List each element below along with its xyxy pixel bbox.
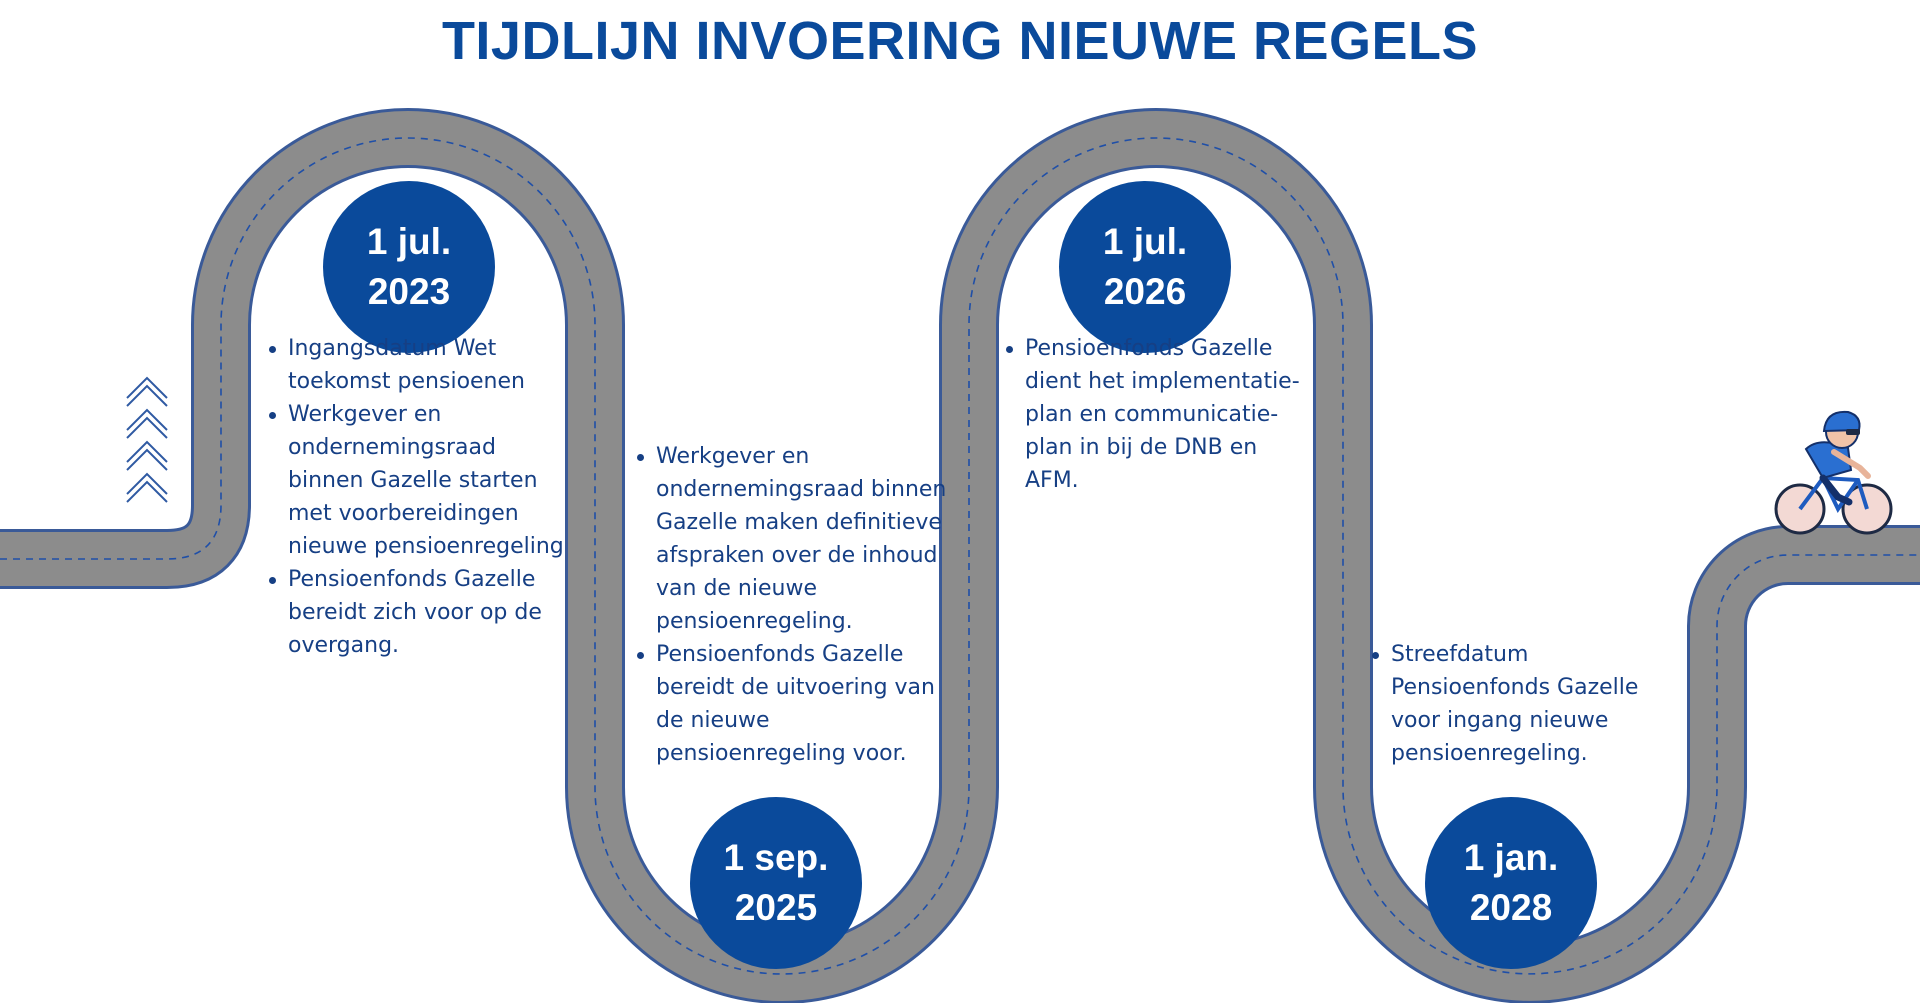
date-badge-1: 1 jul. 2023 [323,181,495,353]
road-center-line [0,137,1920,975]
date-badge-2-line2: 2025 [734,887,818,928]
page-title: TIJDLIJN INVOERING NIEUWE REGELS [441,11,1479,71]
milestone-1-bullets: Ingangsdatum Wet toekomst pensioenen Wer… [264,332,578,662]
bullet-item: Werkgever en ondernemingsraad binnen Gaz… [637,440,951,638]
date-badge-2: 1 sep. 2025 [690,797,862,969]
bullet-item: Streefdatum Pensioenfonds Gazelle voor i… [1372,638,1681,770]
bullet-item: Pensioenfonds Gazelle bereidt zich voor … [269,563,578,662]
date-badge-1-line2: 2023 [367,271,451,312]
bullet-item: Pensioenfonds Gazelle dient het implemen… [1006,332,1310,497]
date-badge-3-line2: 2026 [1103,271,1187,312]
milestone-2-bullets: Werkgever en ondernemingsraad binnen Gaz… [632,440,951,770]
date-badge-2-line1: 1 sep. [723,837,829,878]
bullet-item: Ingangsdatum Wet toekomst pensioenen [269,332,578,398]
date-badge-4-line1: 1 jan. [1463,837,1559,878]
bullet-item: Werkgever en ondernemingsraad binnen Gaz… [269,398,578,563]
bullet-item: Pensioenfonds Gazelle bereidt de uitvoer… [637,638,951,770]
chevron-up-stack-icon [126,376,168,503]
date-badge-1-line1: 1 jul. [366,221,452,262]
date-badge-3-line1: 1 jul. [1102,221,1188,262]
cyclist-icon [1774,410,1893,535]
milestone-3-bullets: Pensioenfonds Gazelle dient het implemen… [1001,332,1310,497]
date-badge-4-line2: 2028 [1469,887,1553,928]
milestone-4-bullets: Streefdatum Pensioenfonds Gazelle voor i… [1367,638,1681,770]
date-badge-3: 1 jul. 2026 [1059,181,1231,353]
date-badge-4: 1 jan. 2028 [1425,797,1597,969]
